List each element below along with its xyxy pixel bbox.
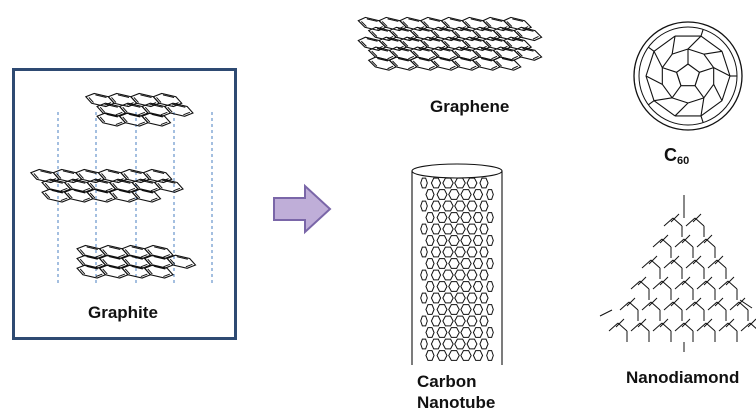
graphite-label: Graphite [88,303,158,322]
nanodiamond-structure [599,195,756,352]
graphene-structure [357,16,543,71]
c60-structure [633,21,743,131]
nanotube-label-line1: Carbon [417,372,477,391]
graphite-panel [12,68,237,340]
graphene-label: Graphene [430,97,510,116]
c60-label-base: C [664,145,677,165]
c60-label-subscript: 60 [677,155,690,167]
nanotube-structure [411,163,503,365]
graphite-structure [29,92,213,285]
nanotube-label-line2: Nanotube [417,393,496,412]
transformation-arrow-icon [273,183,332,235]
nanodiamond-label: Nanodiamond [626,368,740,387]
c60-label: C60 [664,145,689,167]
